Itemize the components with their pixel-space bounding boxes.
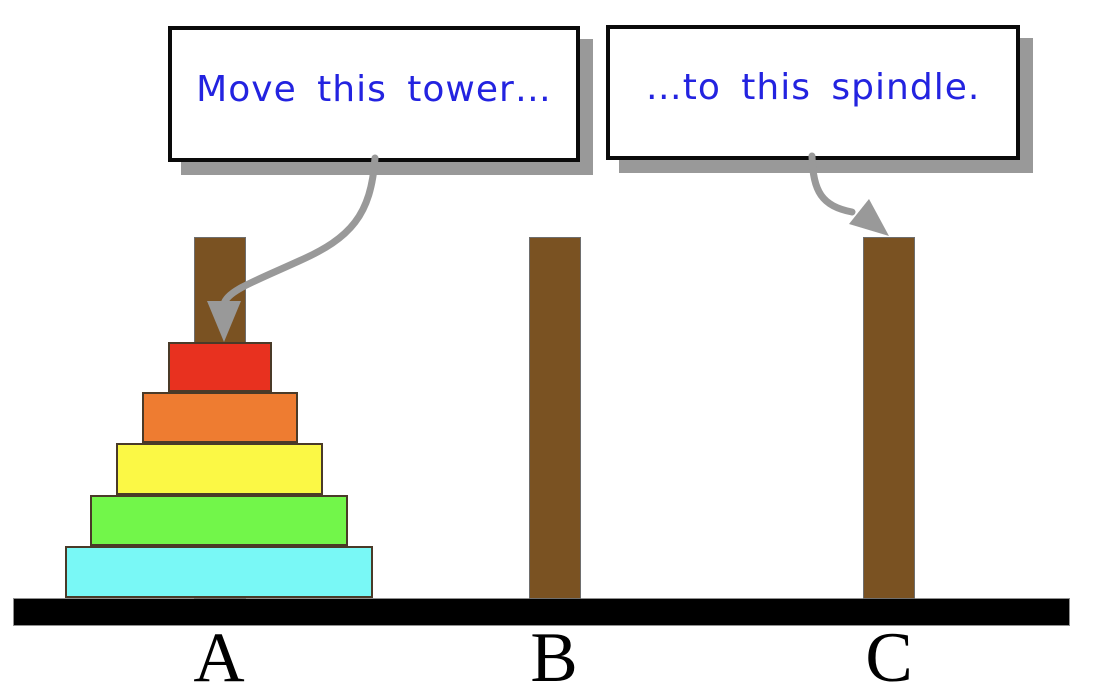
spindle-label-c: C (865, 619, 913, 695)
arrow-to-spindle-c-head (849, 199, 889, 236)
arrow-to-tower-shaft (220, 154, 379, 308)
disk-2-orange (142, 392, 298, 443)
disk-5-cyan (65, 546, 373, 598)
disk-3-yellow (116, 443, 323, 495)
callout-text-move-tower: Move this tower… (196, 68, 552, 110)
callout-box-move-tower: Move this tower… (168, 26, 580, 162)
arrow-to-spindle-c-shaft (808, 152, 856, 216)
spindle-b (529, 237, 581, 599)
spindle-label-b: B (530, 619, 578, 695)
callout-box-to-spindle: …to this spindle. (606, 25, 1020, 160)
spindle-c (863, 237, 915, 599)
arrow-to-spindle-c-icon (808, 152, 889, 236)
disk-1-red (168, 342, 272, 392)
spindle-label-a: A (193, 619, 245, 695)
callout-text-to-spindle: …to this spindle. (645, 67, 981, 108)
disk-4-green (90, 495, 348, 546)
